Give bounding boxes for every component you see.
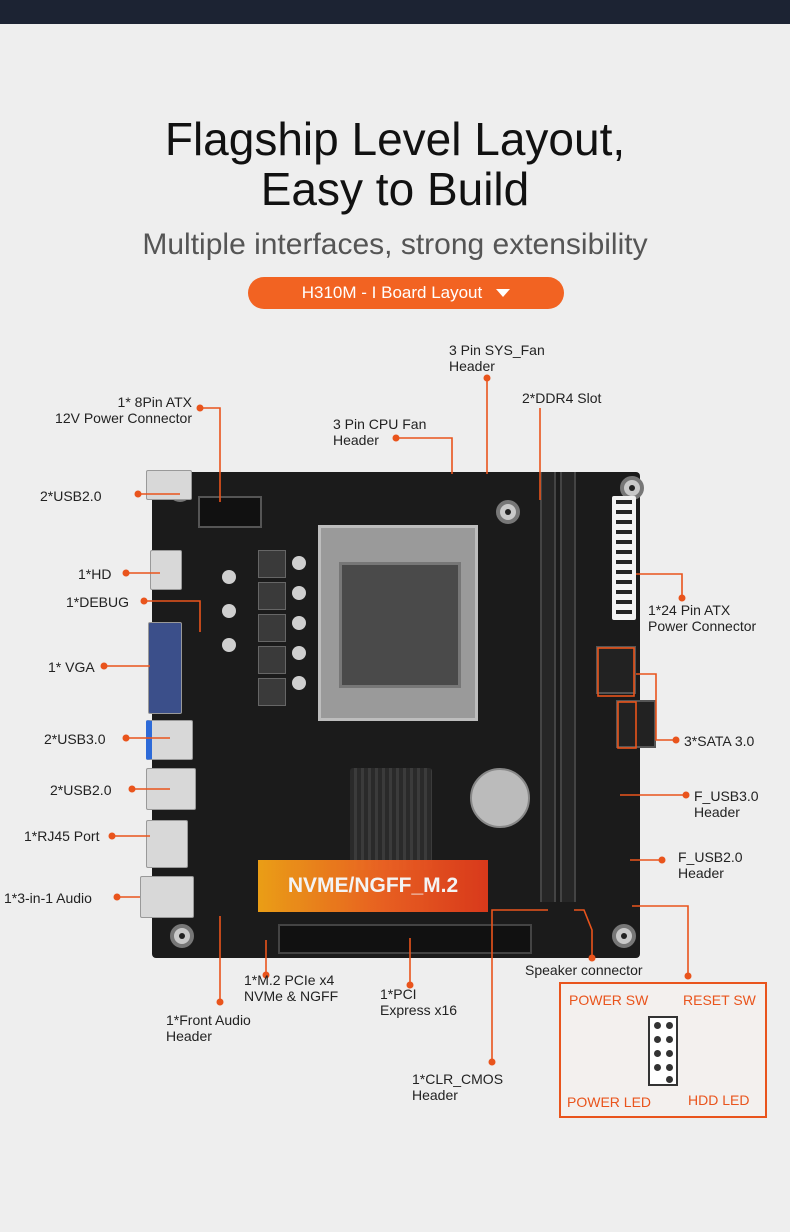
capacitor	[222, 604, 236, 618]
pcie-x16-slot	[278, 924, 532, 954]
usb2-port-bottom	[146, 768, 196, 810]
capacitor	[292, 556, 306, 570]
mount-hole	[612, 924, 636, 948]
label-vga: 1* VGA	[48, 659, 95, 675]
label-usb2-bottom: 2*USB2.0	[50, 782, 112, 798]
m2-banner: NVME/NGFF_M.2	[258, 860, 488, 912]
cmos-battery	[470, 768, 530, 828]
audio-port	[140, 876, 194, 918]
capacitor	[292, 676, 306, 690]
label-hd: 1*HD	[78, 566, 112, 582]
label-debug: 1*DEBUG	[66, 594, 130, 610]
cpu-socket	[318, 525, 478, 721]
label-speaker: Speaker connector	[525, 962, 643, 978]
reset-sw-label: RESET SW	[683, 992, 756, 1008]
hdd-led-label: HDD LED	[688, 1092, 750, 1108]
usb3-port	[146, 720, 193, 760]
vrm-choke	[258, 550, 286, 578]
label-ddr4: 2*DDR4 Slot	[522, 390, 602, 406]
capacitor	[292, 646, 306, 660]
vrm-choke	[258, 614, 286, 642]
ddr4-slot-2	[560, 472, 576, 902]
atx-8pin-connector	[198, 496, 262, 528]
atx-24pin-connector	[612, 496, 636, 620]
power-led-label: POWER LED	[567, 1094, 652, 1110]
ddr4-slot-1	[540, 472, 556, 902]
chevron-down-icon	[496, 289, 511, 297]
label-sata: 3*SATA 3.0	[684, 733, 755, 749]
top-bar	[0, 0, 790, 24]
vga-port	[148, 622, 182, 714]
front-panel-header-diagram	[559, 982, 767, 1118]
mount-hole	[496, 500, 520, 524]
chipset-heatsink	[350, 768, 432, 870]
hdmi-port	[150, 550, 182, 590]
board-layout-dropdown[interactable]: H310M - I Board Layout	[248, 277, 564, 309]
label-usb2-top: 2*USB2.0	[40, 488, 102, 504]
label-usb3: 2*USB3.0	[44, 731, 106, 747]
front-panel-pin-header	[648, 1016, 678, 1086]
board-layout-label: H310M - I Board Layout	[301, 283, 483, 302]
capacitor	[292, 586, 306, 600]
subtitle: Multiple interfaces, strong extensibilit…	[142, 228, 648, 261]
power-sw-label: POWER SW	[569, 992, 649, 1008]
label-rj45: 1*RJ45 Port	[24, 828, 100, 844]
sata-port	[616, 700, 656, 748]
rj45-port	[146, 820, 188, 868]
capacitor	[292, 616, 306, 630]
title-line-1: Flagship Level Layout,	[164, 113, 626, 165]
sata-port	[596, 646, 636, 694]
vrm-choke	[258, 646, 286, 674]
vrm-choke	[258, 582, 286, 610]
title-line-2: Easy to Build	[260, 163, 530, 215]
vrm-choke	[258, 678, 286, 706]
capacitor	[222, 570, 236, 584]
label-audio: 1*3-in-1 Audio	[4, 890, 92, 906]
usb2-port-top	[146, 470, 192, 500]
capacitor	[222, 638, 236, 652]
mount-hole	[170, 924, 194, 948]
